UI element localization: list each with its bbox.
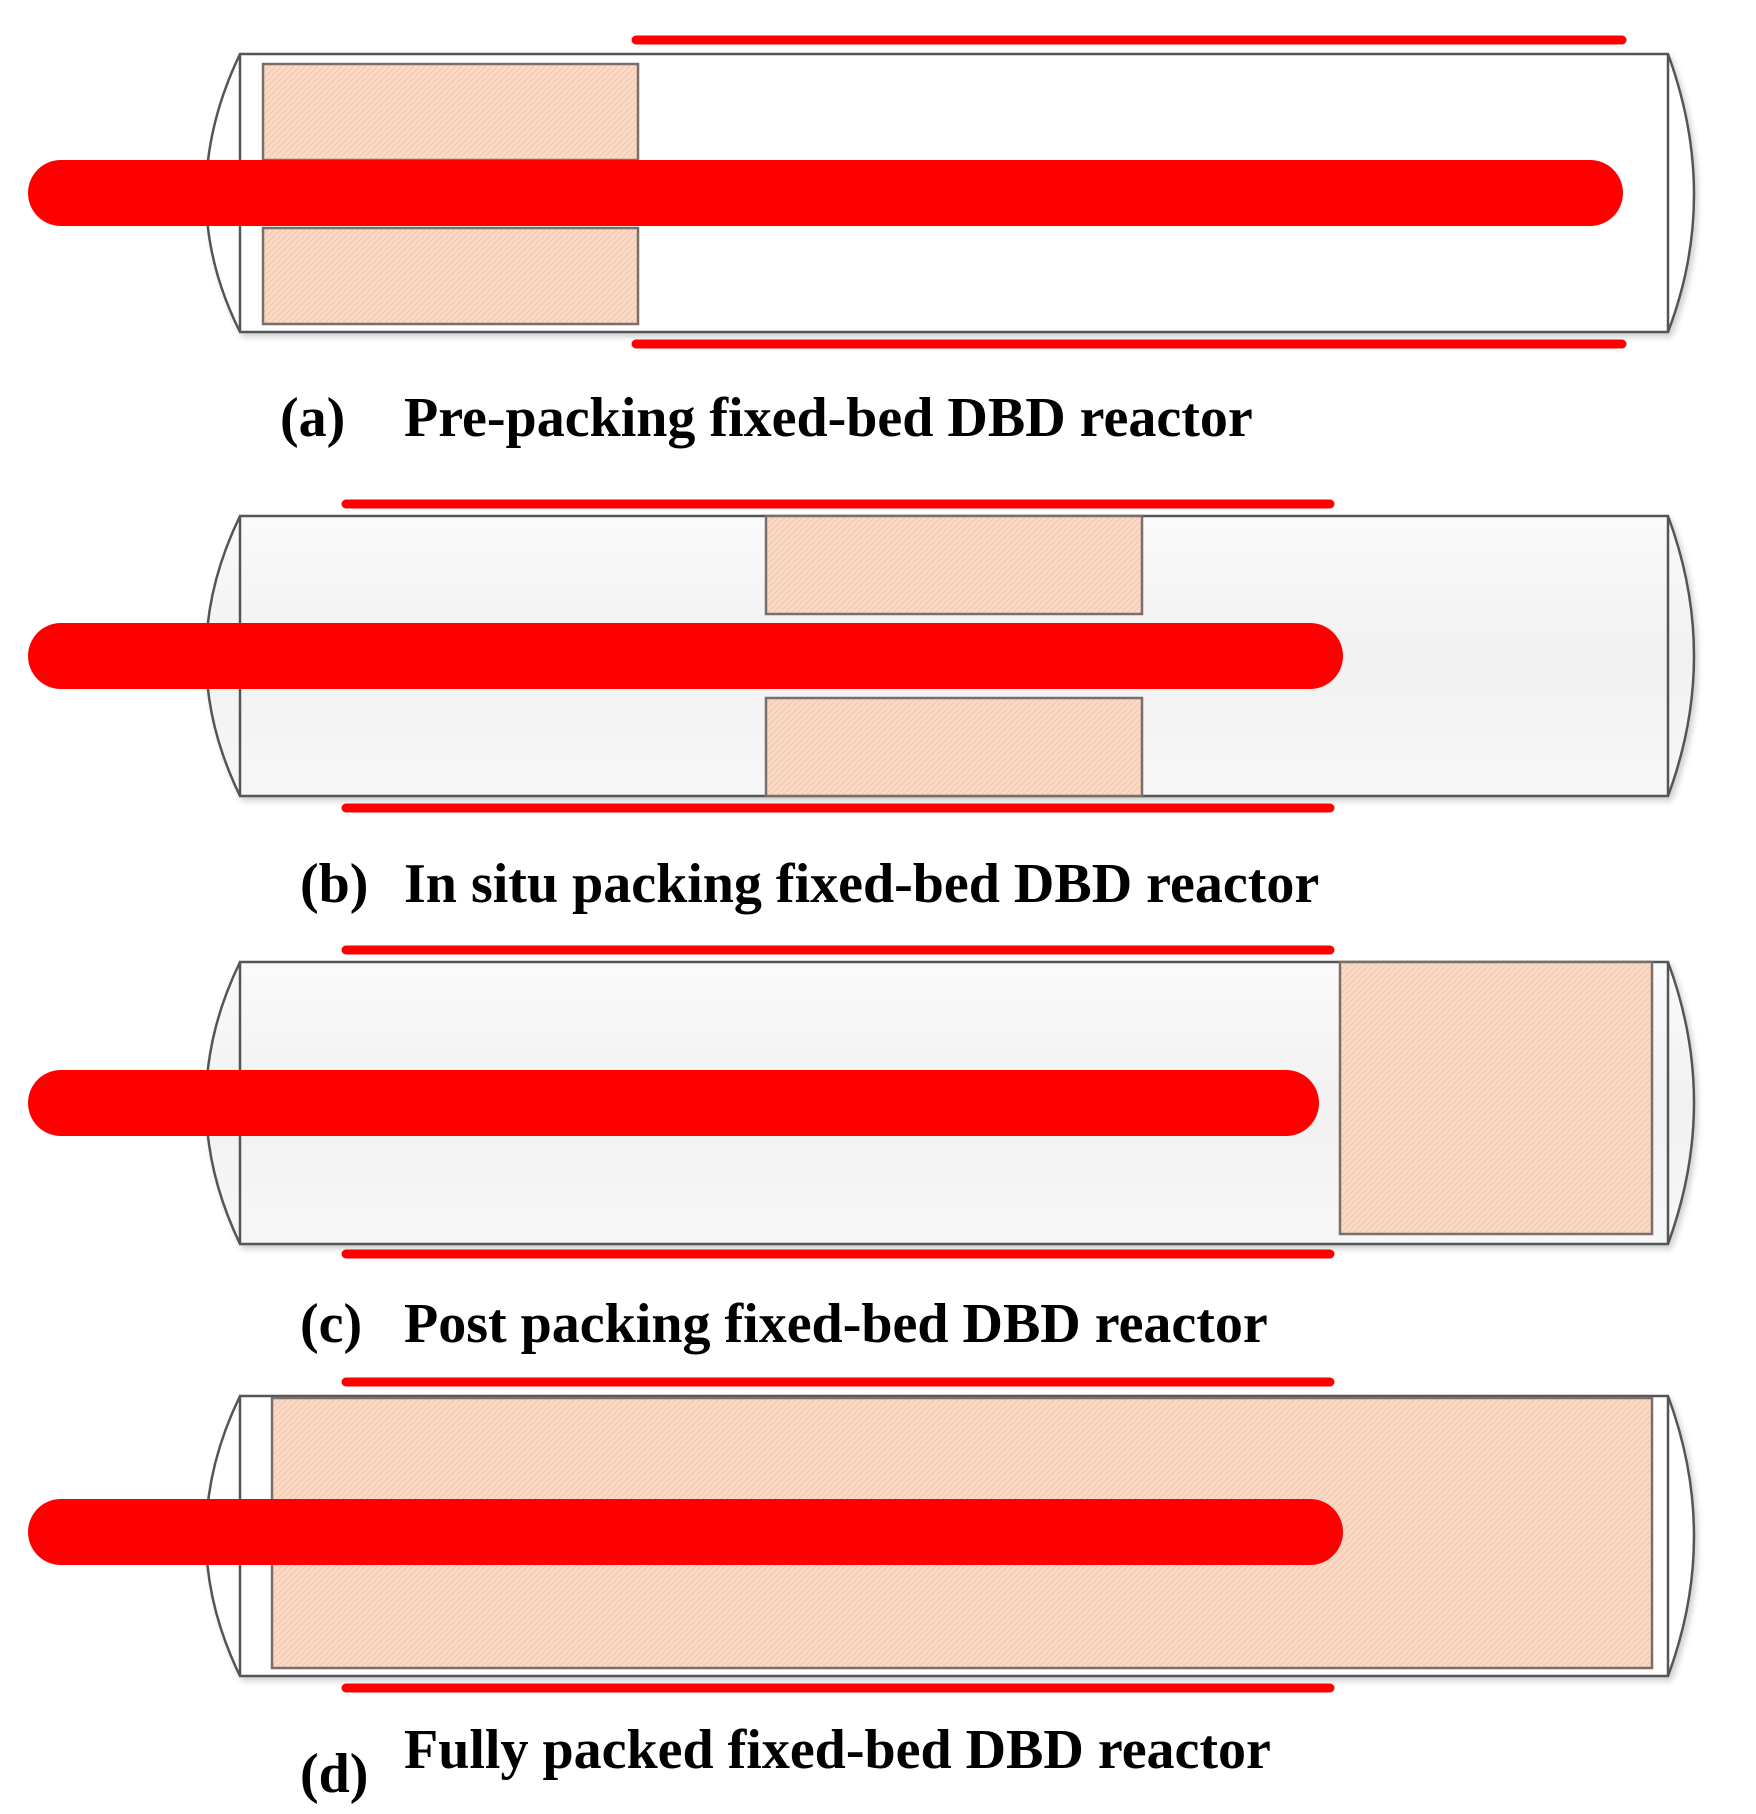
caption-letter-d: (d) xyxy=(300,1743,369,1805)
caption-letter-c: (c) xyxy=(300,1293,363,1355)
panel-a xyxy=(28,35,1696,349)
packing-c xyxy=(1338,960,1654,1236)
caption-text-a: Pre-packing fixed-bed DBD reactor xyxy=(404,387,1253,449)
caption-text-c: Post packing fixed-bed DBD reactor xyxy=(404,1293,1268,1355)
packing-top-a xyxy=(261,62,640,162)
packing-bottom-a xyxy=(261,226,640,326)
packing-top-b xyxy=(764,514,1144,616)
panel-b xyxy=(28,499,1696,813)
packing-bottom-b xyxy=(764,696,1144,798)
caption-text-b: In situ packing fixed-bed DBD reactor xyxy=(404,853,1320,915)
caption-letter-b: (b) xyxy=(300,853,369,915)
panel-c xyxy=(28,945,1696,1259)
caption-text-d: Fully packed fixed-bed DBD reactor xyxy=(404,1719,1271,1781)
caption-letter-a: (a) xyxy=(280,387,346,449)
panel-d xyxy=(28,1377,1696,1693)
